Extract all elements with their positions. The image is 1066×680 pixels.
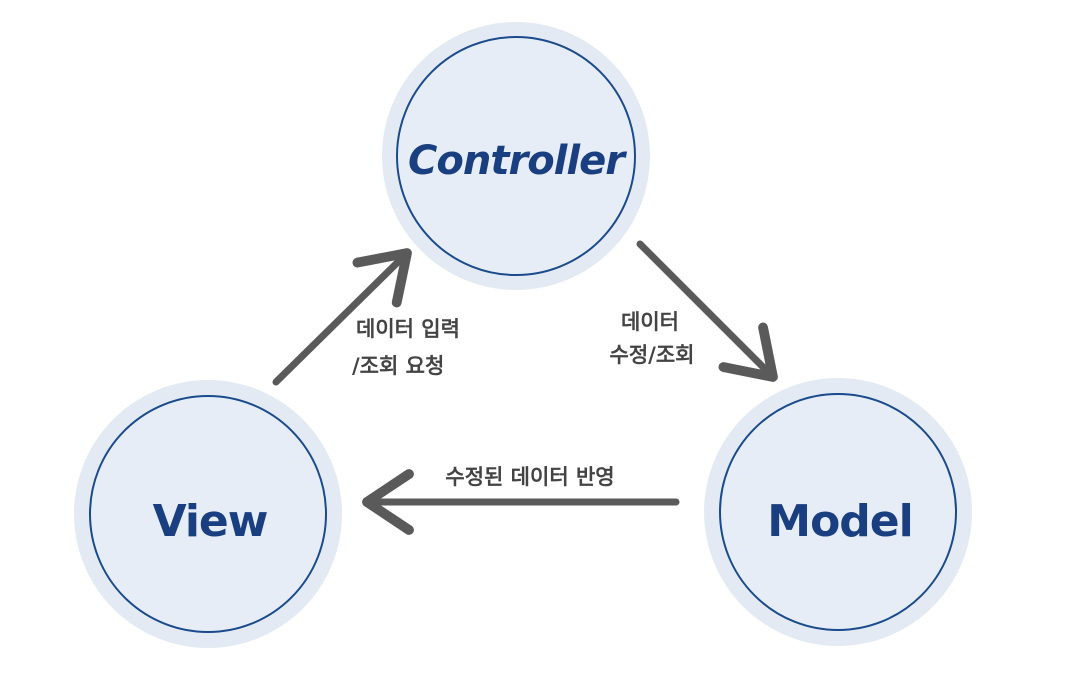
arrow-view-to-controller [272, 248, 412, 386]
edge-label-view-to-controller-1: 데이터 입력 [356, 317, 460, 341]
model-label: Model [767, 496, 912, 547]
view-circle [89, 395, 327, 633]
model-node: Model [704, 378, 972, 646]
edge-view-to-controller: 데이터 입력 /조회 요청 [272, 248, 460, 386]
model-circle [719, 393, 957, 631]
arrow-controller-to-model [636, 240, 778, 382]
controller-node: Controller [382, 22, 650, 290]
edge-label-model-to-view: 수정된 데이터 반영 [445, 465, 614, 489]
view-label: View [153, 496, 268, 547]
edge-label-view-to-controller-2: /조회 요청 [352, 354, 444, 378]
edge-label-controller-to-model-1: 데이터 [621, 310, 679, 334]
view-node: View [74, 380, 342, 648]
edge-controller-to-model: 데이터 수정/조회 [610, 240, 778, 382]
controller-circle [396, 36, 636, 276]
controller-label: Controller [408, 138, 627, 184]
edge-model-to-view: 수정된 데이터 반영 [362, 465, 680, 535]
edge-label-controller-to-model-2: 수정/조회 [610, 343, 695, 367]
